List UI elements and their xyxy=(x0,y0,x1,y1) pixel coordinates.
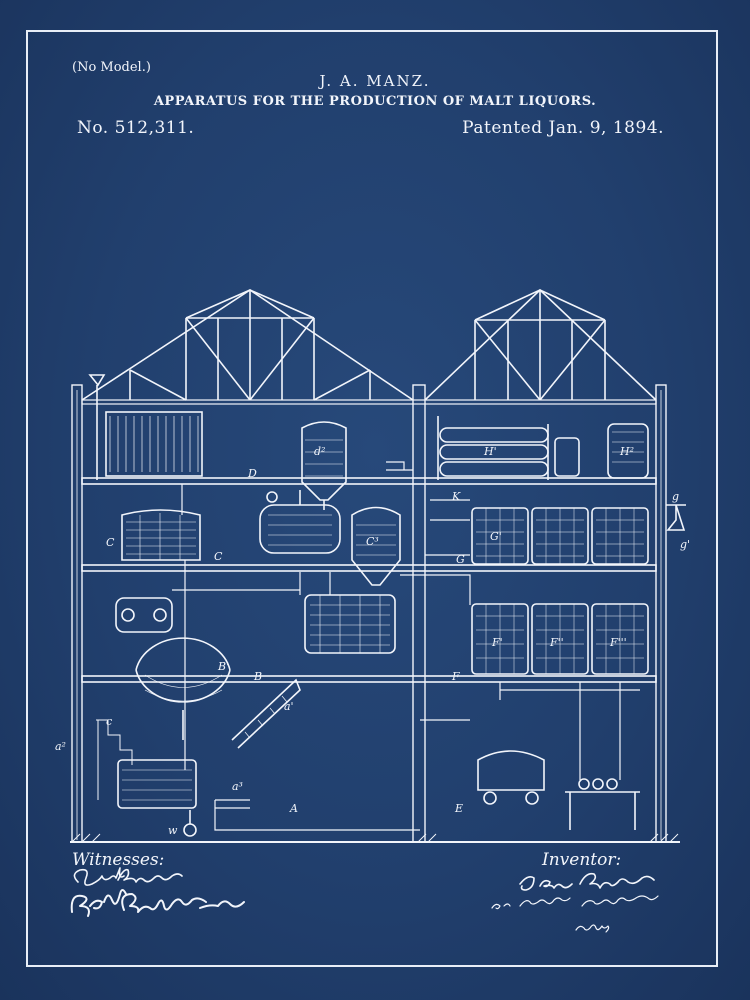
hopper-d2 xyxy=(301,421,347,510)
ground-hatching xyxy=(71,833,679,843)
witness-signature-1 xyxy=(73,867,183,886)
inventor-label: Inventor: xyxy=(542,850,622,870)
label-d2: d² xyxy=(314,445,325,458)
piping xyxy=(172,461,640,831)
building-walls xyxy=(71,384,667,843)
inventor-signature xyxy=(519,872,655,891)
roof-truss-left xyxy=(81,289,414,401)
label-g1: g' xyxy=(680,538,690,551)
sheet-border xyxy=(26,30,718,967)
top-left-tank xyxy=(105,411,203,477)
label-G1: G' xyxy=(490,530,502,543)
label-G: G xyxy=(456,553,465,566)
label-a2: a² xyxy=(55,740,66,753)
label-E: E xyxy=(454,802,463,815)
label-a3: a³ xyxy=(232,780,243,793)
vent-funnel xyxy=(88,374,106,480)
brew-kettle xyxy=(304,594,396,654)
patent-number: No. 512,311. xyxy=(77,118,195,138)
label-a1: a' xyxy=(284,700,294,713)
inventor-name-heading: J. A. MANZ. xyxy=(319,72,431,90)
label-w: w xyxy=(168,824,178,837)
patent-date: Patented Jan. 9, 1894. xyxy=(462,118,664,138)
storage-vats-f xyxy=(471,603,649,675)
label-F1: F' xyxy=(491,636,503,649)
label-g: g xyxy=(672,490,679,503)
cooler-rack-h1 xyxy=(437,416,549,480)
drawing-labels: D C C C³ B' B A E F G a² a' a³ c w g g' … xyxy=(55,445,690,837)
label-F3: F''' xyxy=(609,636,627,649)
cart xyxy=(477,750,640,830)
label-D: D xyxy=(247,467,257,480)
mash-cooker xyxy=(259,490,341,554)
label-K: K xyxy=(451,490,461,503)
label-C2: C xyxy=(214,550,223,563)
hanging-scale xyxy=(666,504,686,531)
vat-c-left xyxy=(121,509,201,561)
label-F: F xyxy=(451,670,460,683)
cone-tank-c3 xyxy=(351,506,401,586)
top-right-tanks xyxy=(554,423,649,479)
label-A: A xyxy=(289,802,298,815)
fermenting-vats-g xyxy=(471,507,649,565)
chute-b xyxy=(231,678,301,749)
witness-signature-2 xyxy=(70,889,245,917)
label-B: B xyxy=(253,670,262,683)
no-model-note: (No Model.) xyxy=(72,60,151,75)
floors xyxy=(81,399,657,683)
label-H1: H' xyxy=(483,445,497,458)
attorney-suffix xyxy=(575,924,610,933)
label-F2: F'' xyxy=(549,636,564,649)
bottom-valve xyxy=(183,810,197,837)
label-C: C xyxy=(106,536,115,549)
pump-cylinder xyxy=(115,597,173,633)
attorney-signature xyxy=(491,895,659,910)
sphere-vessel xyxy=(135,637,231,740)
staircase xyxy=(96,719,133,800)
label-c: c xyxy=(106,715,112,728)
label-B1: B' xyxy=(217,660,229,673)
roof-truss-right xyxy=(424,288,657,401)
ground-tank xyxy=(117,759,197,809)
label-C3: C³ xyxy=(366,535,379,548)
label-H2: H² xyxy=(619,445,634,458)
witnesses-label: Witnesses: xyxy=(72,850,165,870)
patent-title: APPARATUS FOR THE PRODUCTION OF MALT LIQ… xyxy=(153,94,597,109)
